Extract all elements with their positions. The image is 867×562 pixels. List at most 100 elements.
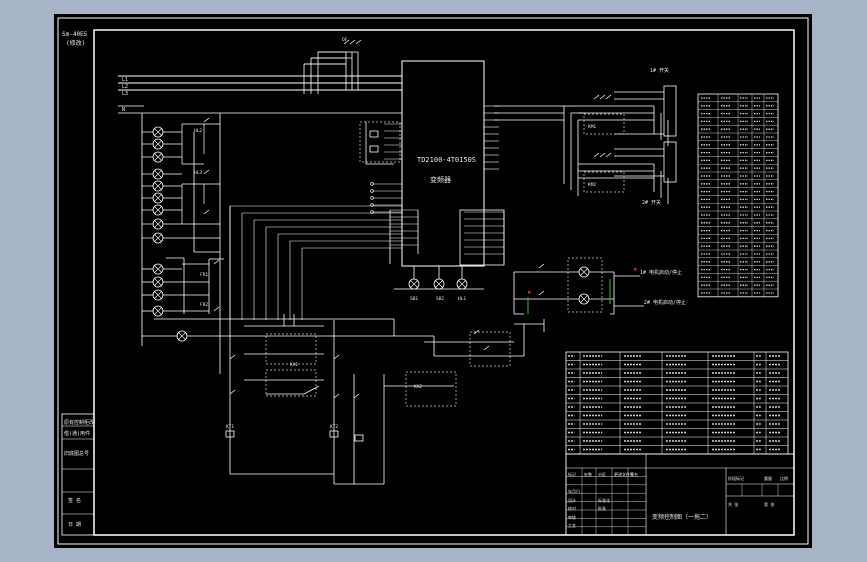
component-label: HL3 [194, 170, 202, 176]
schematic-canvas: Sm-40E5 (修改) 原有控制柜改 借(通)用件 旧底图总号 签 名 日 期… [57, 17, 809, 545]
fr2-enclosure [583, 171, 625, 193]
lamp-contact [203, 117, 210, 123]
wiring [118, 39, 677, 485]
lamp-contact [203, 169, 210, 175]
bus-label-n: N [122, 107, 125, 113]
qf-contact [349, 39, 356, 45]
title-cell-label: 审核 [568, 514, 576, 520]
terminal-dot [370, 182, 374, 186]
title-cell-label: 分区 [598, 471, 606, 477]
lamp-cross [154, 265, 162, 273]
lamp-cross [580, 295, 588, 303]
title-cell-label: 共 张 [728, 501, 738, 507]
km2-coil [329, 430, 339, 438]
lamp-contact [203, 209, 210, 215]
interlock-box-2 [265, 369, 317, 397]
motor1-terminal [663, 85, 677, 137]
title-cell-label: 签名 [630, 471, 638, 477]
motor-label-1: 1# 电机启动/停止 [640, 269, 682, 276]
control-contact [229, 354, 236, 360]
sb-contact [213, 306, 220, 312]
km-contact [605, 94, 612, 100]
sb-contact [213, 259, 220, 265]
inner-frame [93, 29, 795, 536]
lamp-cross [154, 128, 162, 136]
lamp-cross [154, 153, 162, 161]
component-label: HL1 [458, 296, 466, 302]
strip-label-3: 签 名 [68, 497, 81, 504]
motor2-terminal [663, 141, 677, 183]
control-contact [353, 393, 360, 399]
control-contact [333, 354, 340, 360]
component-label: KM2 [588, 182, 596, 188]
component-label: SB1 [410, 296, 418, 302]
component-label: KT1 [226, 424, 234, 430]
interlock-box-4 [405, 371, 457, 407]
title-cell-label: 年月日 [568, 488, 580, 494]
bus-label-l2: L2 [122, 84, 128, 90]
pump-block-1: 1# 开关 [650, 67, 669, 74]
control-contact [333, 393, 340, 399]
bus-label-l3: L3 [122, 91, 128, 97]
bus-label-l1: L1 [122, 77, 128, 83]
relay-wiring [365, 122, 394, 165]
component-label: HL2 [194, 128, 202, 134]
fr1-enclosure [583, 113, 625, 135]
interlock-box-1 [265, 333, 317, 365]
lamp-cross [154, 307, 162, 315]
km-contact [599, 152, 606, 158]
strip-label-1: 借(通)用件 [64, 430, 90, 437]
lamp-cross [154, 170, 162, 178]
title-cell-label: 重量 [764, 475, 772, 481]
relay-coil [369, 130, 379, 138]
km-contact [599, 94, 606, 100]
km-aux-contact [483, 345, 490, 351]
component-label: KM1 [588, 124, 596, 130]
title-cell-label: 更改文件号 [614, 471, 634, 477]
title-cell-label: 标准化 [598, 497, 610, 503]
title-cell-label: 阶段标记 [728, 475, 744, 481]
km-aux-contact [473, 329, 480, 335]
qf-contact [343, 39, 350, 45]
lamp-cross [435, 280, 443, 288]
kt-coil [354, 434, 364, 442]
component-label: SB2 [436, 296, 444, 302]
lamp-cross [154, 194, 162, 202]
component-label: FR1 [200, 272, 208, 278]
title-block-name: 变频控制图（一拖二） [652, 513, 712, 521]
lamp-cross [458, 280, 466, 288]
control-contact [229, 389, 236, 395]
lamp-cross [154, 291, 162, 299]
corner-tag: Sm-40E5 [62, 31, 88, 38]
lamp-cross [154, 234, 162, 242]
title-cell-label: 第 张 [764, 501, 774, 507]
title-cell-label: 设计 [568, 497, 576, 503]
strip-label-4: 日 期 [68, 522, 81, 528]
lamp-cross [410, 280, 418, 288]
title-cell-label: 处数 [584, 471, 592, 477]
strip-label-2: 旧底图总号 [64, 450, 89, 457]
pump-block-2: 2# 开关 [642, 199, 661, 206]
component-label: FR2 [200, 302, 208, 308]
terminal-dot [370, 196, 374, 200]
motor-label-2: 2# 电机启动/停止 [644, 299, 686, 306]
interlock-box-3 [469, 331, 511, 367]
component-label: KA1 [290, 362, 298, 368]
component-label: QF [342, 37, 348, 43]
terminal-dot [370, 189, 374, 193]
km-contact [605, 152, 612, 158]
lamp-cross [178, 332, 186, 340]
inverter-block: TD2100-4T0150S 变频器 [401, 60, 485, 267]
title-cell-label: 工艺 [568, 523, 576, 528]
remote-contact [538, 263, 545, 269]
lamp-cross [154, 206, 162, 214]
relay-enclosure [359, 121, 401, 163]
km-contact [593, 152, 600, 158]
km1-coil [225, 430, 235, 438]
remote-contact [538, 290, 545, 296]
component-label: KT2 [330, 424, 338, 430]
title-block-frame [565, 453, 795, 536]
outer-frame [57, 17, 809, 545]
title-block: 标记处数分区更改文件号签名年月日设计校对审核工艺标准化批准阶段标记重量比例共 张… [565, 453, 795, 536]
drawing-sheet: Sm-40E5 (修改) 原有控制柜改 借(通)用件 旧底图总号 签 名 日 期… [54, 14, 812, 548]
